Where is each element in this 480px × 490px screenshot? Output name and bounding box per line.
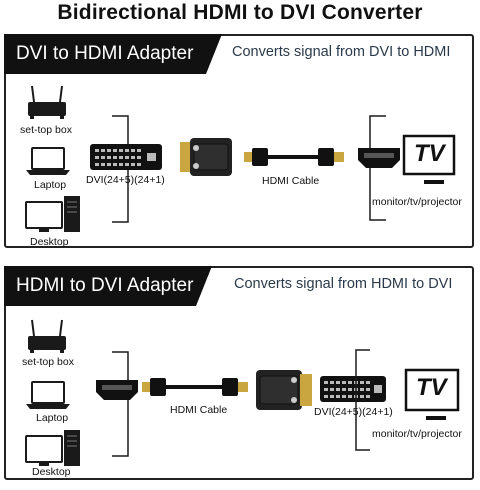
panel-heading: DVI to HDMI Adapter	[4, 34, 222, 74]
tv-icon	[402, 134, 456, 184]
cable-label: HDMI Cable	[170, 404, 228, 416]
adapter-icon	[256, 370, 312, 410]
display-label: monitor/tv/projector	[372, 428, 462, 440]
device-label-laptop: Laptop	[34, 179, 67, 191]
device-label-laptop: Laptop	[36, 412, 69, 424]
display-label: monitor/tv/projector	[372, 196, 462, 208]
set-top-box-icon	[28, 85, 66, 119]
bracket-line	[112, 351, 129, 457]
tv-screen-text: TV	[416, 374, 447, 401]
laptop-icon	[26, 147, 70, 175]
desktop-icon	[25, 430, 80, 466]
dvi-port-label: DVI(24+5)(24+1)	[314, 406, 393, 418]
cable-label: HDMI Cable	[262, 175, 320, 187]
desktop-icon	[25, 196, 80, 232]
tv-icon	[404, 368, 460, 420]
connection-diagram	[25, 319, 460, 466]
connection-diagram	[25, 85, 456, 232]
laptop-icon	[26, 381, 70, 409]
panel-subtitle: Converts signal from HDMI to DVI	[234, 276, 453, 292]
panel-dvi-to-hdmi: DVI to HDMI Adapter Converts signal from…	[4, 34, 474, 248]
adapter-icon	[180, 138, 232, 176]
tv-screen-text: TV	[414, 140, 445, 167]
panel-hdmi-to-dvi: HDMI to DVI Adapter Converts signal from…	[4, 266, 474, 480]
device-label-set-top-box: set-top box	[20, 124, 72, 136]
hdmi-port-icon	[358, 148, 400, 168]
panel-heading: HDMI to DVI Adapter	[4, 266, 212, 306]
dvi-port-label: DVI(24+5)(24+1)	[86, 174, 165, 186]
hdmi-cable-icon	[244, 148, 344, 166]
panel-subtitle: Converts signal from DVI to HDMI	[232, 44, 451, 60]
hdmi-port-icon	[96, 380, 138, 400]
dvi-port-icon	[320, 376, 386, 402]
bracket-line	[355, 349, 370, 451]
set-top-box-icon	[28, 319, 66, 353]
device-label-desktop: Desktop	[32, 466, 71, 478]
dvi-port-icon	[90, 144, 162, 170]
page-title: Bidirectional HDMI to DVI Converter	[57, 1, 423, 24]
device-label-set-top-box: set-top box	[22, 356, 74, 368]
hdmi-cable-icon	[142, 378, 248, 396]
device-label-desktop: Desktop	[30, 236, 69, 248]
